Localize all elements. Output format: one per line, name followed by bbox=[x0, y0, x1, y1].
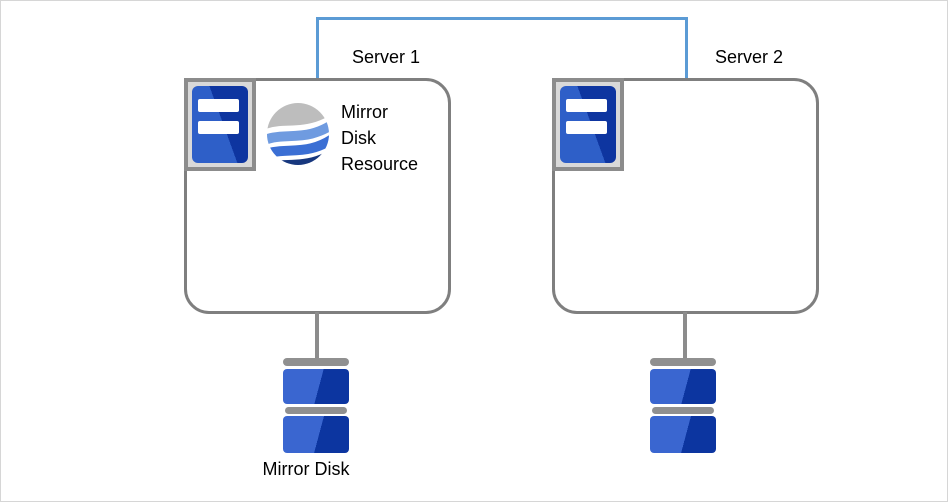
mirror-disk-icon bbox=[283, 358, 349, 453]
server-slot-icon bbox=[198, 121, 239, 134]
network-link-horizontal bbox=[316, 17, 688, 20]
disk-platter bbox=[650, 416, 716, 453]
server-slot-icon bbox=[566, 99, 607, 112]
network-link-vertical-server1 bbox=[316, 17, 319, 79]
mirror-disk-label: Mirror Disk bbox=[262, 459, 350, 479]
disk-divider bbox=[652, 407, 714, 414]
server-tower-icon bbox=[192, 86, 248, 163]
disk-platter bbox=[283, 369, 349, 404]
server1-label: Server 1 bbox=[351, 47, 421, 67]
server-icon bbox=[552, 78, 624, 171]
server-icon bbox=[184, 78, 256, 171]
server2-disk-connector bbox=[683, 312, 687, 360]
mirror-disk-resource-label: Mirror Disk Resource bbox=[341, 102, 419, 174]
disk-platter bbox=[283, 416, 349, 453]
mirror-disk-resource-icon bbox=[266, 102, 330, 166]
disk-cap bbox=[650, 358, 716, 366]
server-slot-icon bbox=[566, 121, 607, 134]
server-slot-icon bbox=[198, 99, 239, 112]
server2-label: Server 2 bbox=[714, 47, 784, 67]
disk-divider bbox=[285, 407, 347, 414]
server-tower-icon bbox=[560, 86, 616, 163]
network-link-vertical-server2 bbox=[685, 17, 688, 79]
disk-platter bbox=[650, 369, 716, 404]
server1-disk-connector bbox=[315, 312, 319, 360]
mirror-disk-icon bbox=[650, 358, 716, 453]
disk-cap bbox=[283, 358, 349, 366]
